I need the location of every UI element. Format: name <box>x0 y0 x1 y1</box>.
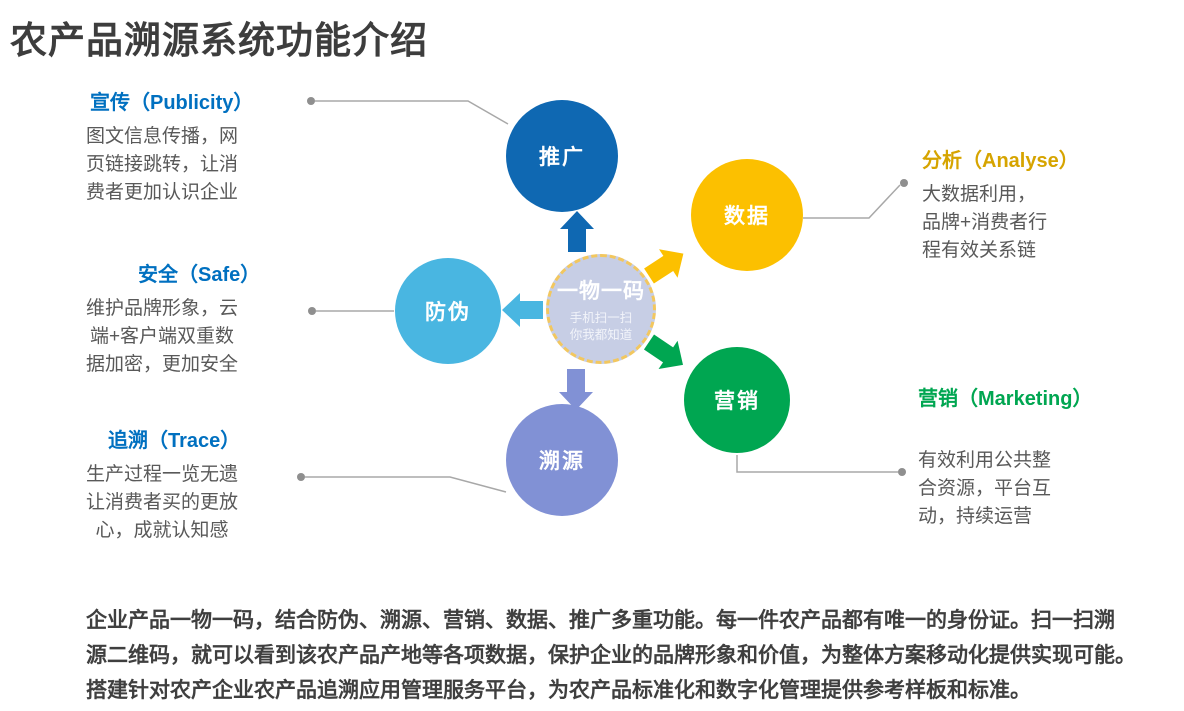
annotation-safe: 安全（Safe） 维护品牌形象，云 端+客户端双重数 据加密，更加安全 <box>86 258 261 379</box>
center-hub: 一物一码 手机扫一扫 你我都知道 <box>546 254 656 364</box>
connector-dot-marketing <box>898 468 906 476</box>
center-hub-title: 一物一码 <box>557 279 645 303</box>
connector-dot-safe <box>308 307 316 315</box>
arrow-to-promotion <box>560 211 594 252</box>
annotation-publicity-desc: 图文信息传播，网 页链接跳转，让消 费者更加认识企业 <box>86 126 239 203</box>
annotation-trace-desc: 生产过程一览无遗 让消费者买的更放 心，成就认知感 <box>86 464 239 541</box>
annotation-trace-title: 追溯（Trace） <box>108 430 241 452</box>
annotation-publicity-title: 宣传（Publicity） <box>90 92 254 114</box>
annotation-marketing-desc: 有效利用公共整 合资源，平台互 动，持续运营 <box>918 450 1052 527</box>
node-marketing-label: 营销 <box>714 390 760 413</box>
connector-line-marketing <box>736 455 898 473</box>
node-promotion: 推广 <box>506 100 618 212</box>
node-anti-counterfeit-label: 防伪 <box>425 301 471 324</box>
center-hub-subtitle-1: 手机扫一扫 <box>569 310 633 325</box>
annotation-marketing: 营销（Marketing） 有效利用公共整 合资源，平台互 动，持续运营 <box>918 382 1138 531</box>
node-traceability: 溯源 <box>506 404 618 516</box>
center-hub-subtitle-2: 你我都知道 <box>569 327 633 342</box>
annotation-analyse-title: 分析（Analyse） <box>922 150 1079 172</box>
node-traceability-label: 溯源 <box>539 450 585 473</box>
annotation-publicity: 宣传（Publicity） 图文信息传播，网 页链接跳转，让消 费者更加认识企业 <box>86 86 254 207</box>
connector-dot-analyse <box>900 179 908 187</box>
node-anti-counterfeit: 防伪 <box>395 258 501 364</box>
arrow-to-anti-counterfeit <box>502 293 543 327</box>
annotation-analyse: 分析（Analyse） 大数据利用， 品牌+消费者行 程有效关系链 <box>922 144 1132 265</box>
connector-line-publicity <box>315 100 509 125</box>
annotation-trace: 追溯（Trace） 生产过程一览无遗 让消费者买的更放 心，成就认知感 <box>86 424 241 545</box>
page-title: 农产品溯源系统功能介绍 <box>10 20 428 61</box>
node-data-label: 数据 <box>724 205 770 228</box>
connector-dot-publicity <box>307 97 315 105</box>
node-marketing: 营销 <box>684 347 790 453</box>
annotation-marketing-title: 营销（Marketing） <box>918 388 1093 410</box>
annotation-analyse-desc: 大数据利用， 品牌+消费者行 程有效关系链 <box>922 184 1048 261</box>
node-data: 数据 <box>691 159 803 271</box>
annotation-safe-title: 安全（Safe） <box>138 264 261 286</box>
connector-line-trace <box>305 476 507 493</box>
node-promotion-label: 推广 <box>539 146 585 169</box>
connector-dot-trace <box>297 473 305 481</box>
connector-line-analyse <box>803 184 901 219</box>
footer-description: 企业产品一物一码，结合防伪、溯源、营销、数据、推广多重功能。每一件农产品都有唯一… <box>86 609 1136 702</box>
annotation-safe-desc: 维护品牌形象，云 端+客户端双重数 据加密，更加安全 <box>86 298 239 375</box>
